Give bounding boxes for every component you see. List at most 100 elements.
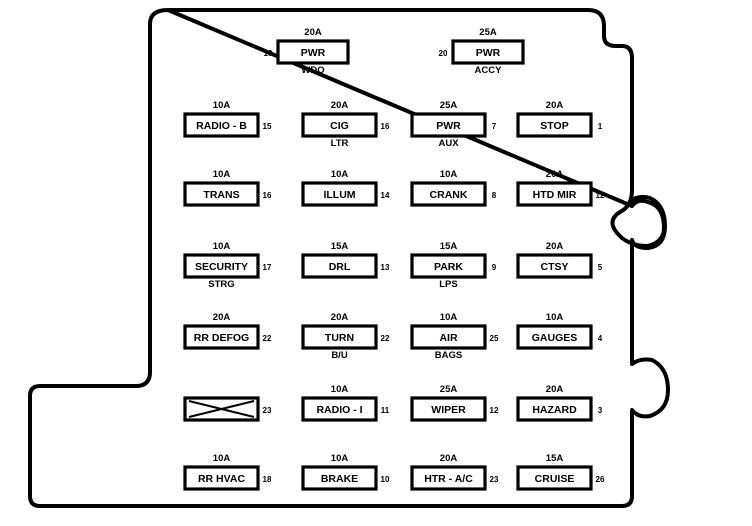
- fuse-position-number: 13: [381, 263, 390, 272]
- fuse-position-number: 26: [596, 475, 605, 484]
- fuse-circuit-label: BRAKE: [321, 473, 358, 485]
- fuse-slot: [183, 253, 260, 279]
- fuse-slot: [301, 396, 378, 422]
- fuse-position-number: 10: [381, 475, 390, 484]
- fuse-gauges-17: 10A GAUGES 4: [516, 312, 603, 350]
- fuse-circuit-sublabel: LPS: [439, 279, 457, 290]
- fuse-circuit-label: DRL: [329, 261, 351, 273]
- fuse-position-number: 16: [263, 191, 272, 200]
- fuse-amp-rating: 15A: [331, 241, 349, 252]
- fuse-amp-rating: 25A: [440, 384, 458, 395]
- fuse-air-16: 10A AIR BAGS 25: [410, 312, 499, 361]
- fuse-circuit-sublabel: ACCY: [475, 65, 503, 76]
- fuse-position-number: 12: [596, 191, 605, 200]
- fuse-position-number: 17: [263, 263, 272, 272]
- fuse-circuit-label: PWR: [476, 47, 501, 59]
- fuse-circuit-label: PWR: [301, 47, 326, 59]
- fuse-slot: [301, 465, 378, 491]
- fuse-blank-18: 23: [183, 396, 272, 422]
- fuse-slot: [410, 112, 487, 138]
- fuse-amp-rating: 25A: [479, 27, 497, 38]
- fuse-security-10: 10A SECURITY STRG 17: [183, 241, 272, 290]
- fuse-circuit-sublabel: WDO: [301, 65, 324, 76]
- fuse-circuit-label: RR DEFOG: [194, 332, 249, 344]
- fuse-slot: [451, 39, 525, 65]
- fuse-slot: [516, 396, 593, 422]
- fuse-position-number: 19: [264, 49, 273, 58]
- fuse-circuit-label: PWR: [436, 120, 461, 132]
- fuse-amp-rating: 10A: [213, 241, 231, 252]
- fuse-slot: [183, 324, 260, 350]
- fuse-slot: [183, 112, 260, 138]
- fuse-amp-rating: 10A: [213, 169, 231, 180]
- fuse-cruise-25: 15A CRUISE 26: [516, 453, 605, 491]
- fuse-slot: [301, 324, 378, 350]
- fuse-circuit-label: CTSY: [540, 261, 568, 273]
- fuse-position-number: 25: [490, 334, 499, 343]
- fuse-circuit-label: CRUISE: [535, 473, 575, 485]
- fuse-position-number: 9: [492, 263, 497, 272]
- fuse-slot: [516, 465, 593, 491]
- fuse-pwr-0: 20A PWR WDO 19: [264, 27, 350, 76]
- fuse-circuit-label: HAZARD: [532, 404, 577, 416]
- fuse-slot: [516, 324, 593, 350]
- fuse-rr-defog-14: 20A RR DEFOG 22: [183, 312, 272, 350]
- fuse-slot: [516, 253, 593, 279]
- fuse-position-number: 5: [598, 263, 603, 272]
- fuse-position-number: 11: [381, 406, 390, 415]
- fuse-circuit-sublabel: LTR: [331, 138, 349, 149]
- fuse-slot: [301, 253, 378, 279]
- fuse-circuit-sublabel: STRG: [208, 279, 234, 290]
- fuse-circuit-sublabel: AUX: [438, 138, 459, 149]
- fuse-amp-rating: 15A: [440, 241, 458, 252]
- fuse-park-12: 15A PARK LPS 9: [410, 241, 497, 290]
- fuse-ctsy-13: 20A CTSY 5: [516, 241, 603, 279]
- fuse-amp-rating: 10A: [331, 384, 349, 395]
- fuse-amp-rating: 10A: [546, 312, 564, 323]
- fuse-circuit-label: CIG: [330, 120, 349, 132]
- fuse-position-number: 7: [492, 122, 497, 131]
- fuse-circuit-label: SECURITY: [195, 261, 248, 273]
- fuse-position-number: 15: [263, 122, 272, 131]
- fuse-amp-rating: 15A: [546, 453, 564, 464]
- fuse-circuit-label: TRANS: [203, 189, 239, 201]
- fuse-circuit-sublabel: BAGS: [435, 350, 462, 361]
- fuse-amp-rating: 25A: [440, 100, 458, 111]
- fuse-position-number: 4: [598, 334, 603, 343]
- fuse-slot: [276, 39, 350, 65]
- fuse-amp-rating: 10A: [440, 169, 458, 180]
- fuse-trans-6: 10A TRANS 16: [183, 169, 272, 207]
- fuse-position-number: 18: [263, 475, 272, 484]
- fuse-amp-rating: 10A: [331, 453, 349, 464]
- fuse-slot: [410, 253, 487, 279]
- fuse-pwr-4: 25A PWR AUX 7: [410, 100, 497, 149]
- fuse-amp-rating: 20A: [546, 100, 564, 111]
- fuse-amp-rating: 10A: [440, 312, 458, 323]
- fuse-amp-rating: 20A: [546, 241, 564, 252]
- fuse-circuit-label: PARK: [434, 261, 463, 273]
- fuse-circuit-label: AIR: [439, 332, 458, 344]
- fuse-circuit-label: HTR - A/C: [424, 473, 473, 485]
- empty-slot-cross: [188, 400, 255, 418]
- fuse-amp-rating: 20A: [304, 27, 322, 38]
- fuse-amp-rating: 10A: [331, 169, 349, 180]
- fuse-position-number: 22: [263, 334, 272, 343]
- fuse-slot: [301, 112, 378, 138]
- fuse-circuit-label: GAUGES: [532, 332, 578, 344]
- fuse-position-number: 16: [381, 122, 390, 131]
- fuse-amp-rating: 20A: [213, 312, 231, 323]
- fuse-amp-rating: 10A: [213, 100, 231, 111]
- fuse-position-number: 23: [263, 406, 272, 415]
